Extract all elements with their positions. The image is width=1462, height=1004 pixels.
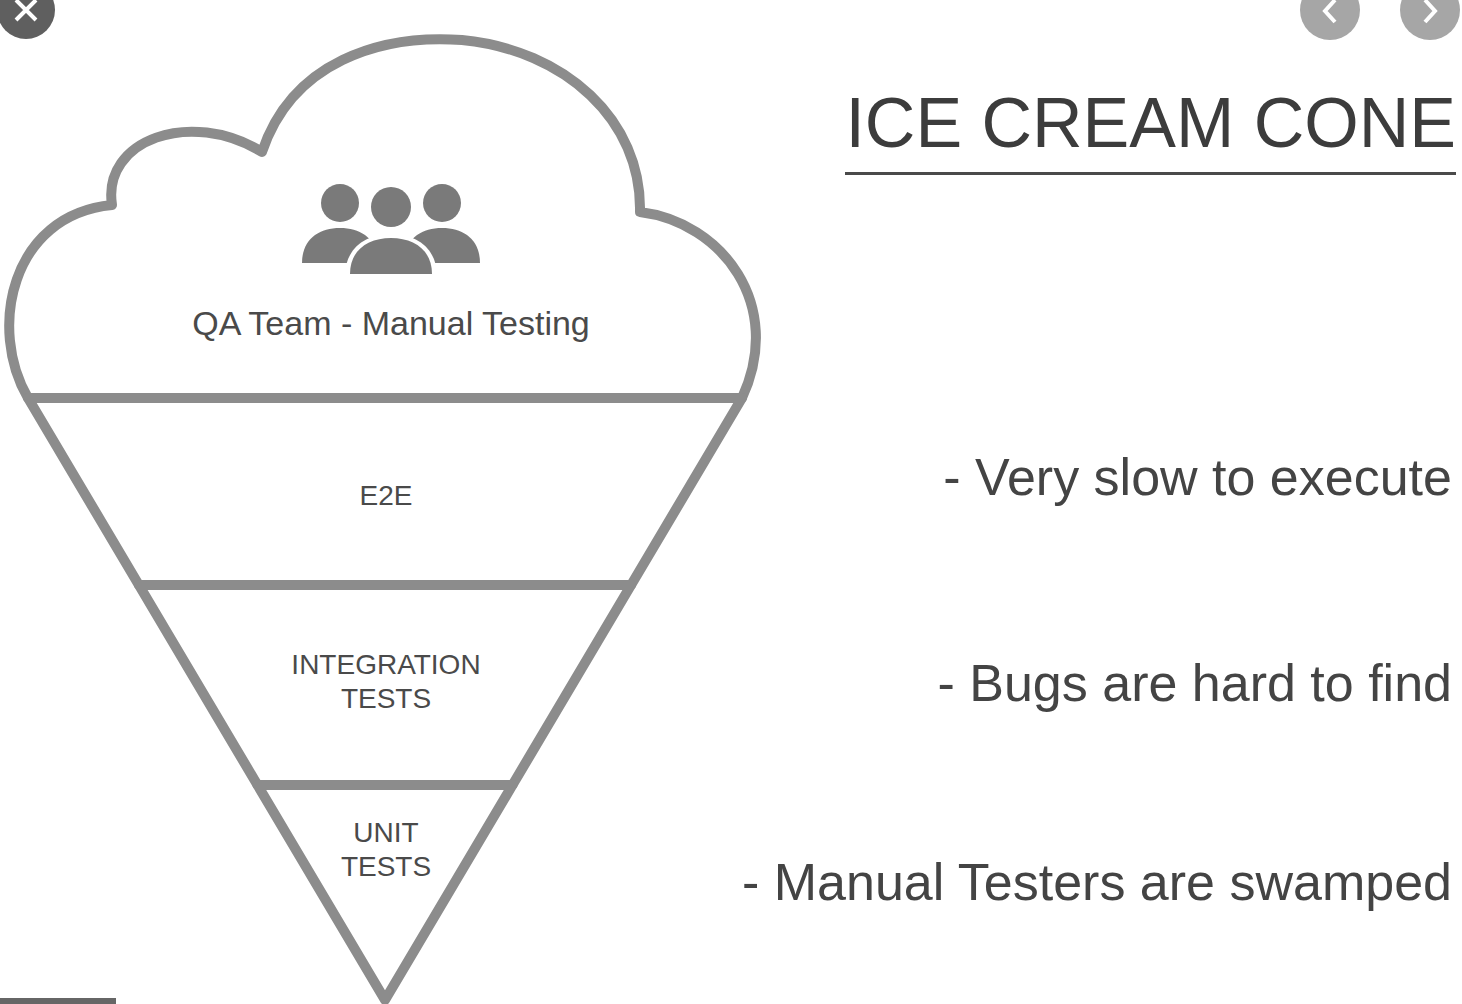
person-head — [321, 184, 359, 222]
bullet-note: - Very slow to execute — [943, 447, 1452, 507]
diagram-title: ICE CREAM CONE — [845, 88, 1456, 175]
previous-chevron — [1325, 0, 1335, 22]
band-label: E2E — [360, 479, 413, 513]
manual-testing-scoop: QA Team - Manual Testing — [0, 30, 775, 402]
close-cross — [16, 0, 36, 20]
previous-button — [1300, 0, 1360, 40]
close-button — [0, 0, 55, 39]
person-head — [423, 184, 461, 222]
integration-band: INTEGRATION TESTS — [135, 581, 635, 789]
band-shape — [28, 398, 742, 585]
people-icon — [302, 183, 480, 276]
e2e-band: E2E — [24, 394, 746, 589]
next-button — [1400, 0, 1460, 40]
band-shape — [258, 785, 513, 1000]
band-label: INTEGRATION TESTS — [246, 648, 526, 715]
unit-tests-tip: UNIT TESTS — [253, 781, 517, 1004]
head-gap — [367, 183, 415, 231]
bullet-note: - Manual Testers are swamped — [742, 852, 1452, 912]
body-gap — [345, 234, 437, 276]
band-shape — [139, 585, 631, 785]
band-outline — [253, 781, 517, 1004]
band-label: QA Team - Manual Testing — [192, 303, 590, 344]
person-body — [350, 238, 432, 274]
person-head — [371, 187, 411, 227]
next-chevron — [1425, 0, 1435, 22]
band-label: UNIT TESTS — [331, 816, 441, 883]
bottom-bar — [0, 998, 116, 1004]
band-shape — [9, 39, 756, 398]
band-outline — [0, 30, 775, 402]
bullet-note: - Bugs are hard to find — [937, 653, 1452, 713]
